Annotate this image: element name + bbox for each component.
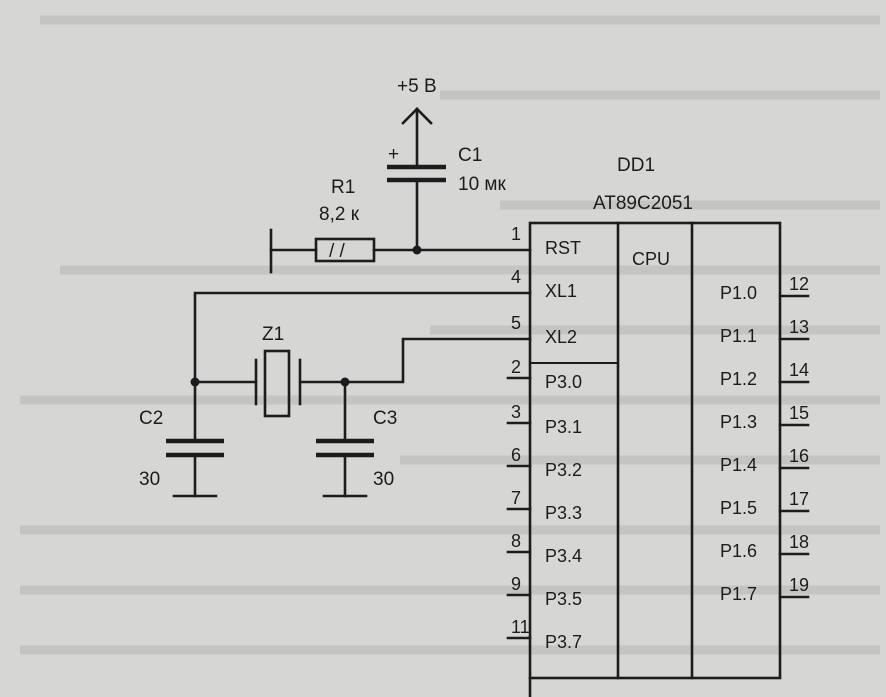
wire-xl1: [193, 291, 532, 384]
pin-name-left: P3.0: [545, 372, 582, 392]
capacitor-c1-ref: C1: [458, 145, 482, 166]
pin-name-right: P1.5: [720, 498, 757, 518]
pin-name-left: P3.4: [545, 546, 582, 566]
capacitor-c3-ref: C3: [373, 408, 397, 429]
resistor-r1-body-mark: / /: [329, 241, 346, 262]
pin-name-right: P1.3: [720, 412, 757, 432]
pin-number-left: 11: [511, 617, 530, 637]
pin-name-left: P3.5: [545, 589, 582, 609]
pin-name-right: P1.0: [720, 283, 757, 303]
pin-number-right: 15: [789, 403, 809, 423]
pin-name-left: XL2: [545, 327, 577, 347]
power-supply-arrow: [401, 107, 433, 167]
pin-number-left: 8: [511, 531, 521, 551]
capacitor-c3-symbol: [316, 380, 374, 498]
pin-number-right: 19: [789, 575, 809, 595]
chip-ref: DD1: [617, 155, 655, 176]
pin-number-left: 3: [511, 402, 521, 422]
pin-name-right: P1.1: [720, 326, 757, 346]
pin-number-right: 14: [789, 360, 809, 380]
pin-number-left: 2: [511, 357, 521, 377]
pin-name-left: P3.3: [545, 503, 582, 523]
pin-name-right: P1.6: [720, 541, 757, 561]
capacitor-c3-value: 30: [373, 469, 394, 490]
pin-name-left: XL1: [545, 281, 577, 301]
pin-number-left: 6: [511, 445, 521, 465]
pin-number-left: 5: [511, 313, 521, 333]
chip-dd1-body: [528, 221, 782, 680]
pin-name-left: P3.1: [545, 417, 582, 437]
pin-number-left: 4: [511, 267, 521, 287]
resistor-r1-ref: R1: [331, 177, 355, 198]
capacitor-c1-polarity: +: [388, 144, 399, 165]
crystal-z1-ref: Z1: [262, 324, 284, 345]
background-texture: [20, 15, 880, 655]
resistor-r1-symbol: [269, 228, 532, 274]
capacitor-c1-value: 10 мк: [458, 174, 506, 195]
pin-number-left: 7: [511, 488, 521, 508]
capacitor-c2-ref: C2: [139, 408, 163, 429]
capacitor-c2-value: 30: [139, 469, 160, 490]
pin-name-left: P3.7: [545, 632, 582, 652]
pin-name-left: RST: [545, 238, 581, 258]
power-label: +5 В: [397, 76, 437, 97]
chip-cpu-label: CPU: [632, 249, 670, 269]
pin-number-right: 13: [789, 317, 809, 337]
pin-number-right: 16: [789, 446, 809, 466]
pin-name-right: P1.4: [720, 455, 757, 475]
pin-number-right: 18: [789, 532, 809, 552]
pin-number-left: 1: [511, 224, 521, 244]
pin-name-left: P3.2: [545, 460, 582, 480]
pin-number-right: 12: [789, 274, 809, 294]
pin-number-left: 9: [511, 574, 521, 594]
chip-part-number: AT89C2051: [593, 193, 693, 214]
pin-number-right: 17: [789, 489, 809, 509]
junction-dot: [412, 245, 422, 255]
wire-xl2: [300, 337, 532, 384]
chip-right-pins: 12P1.013P1.114P1.215P1.316P1.417P1.518P1…: [720, 274, 810, 604]
pin-name-right: P1.7: [720, 584, 757, 604]
capacitor-c1-symbol: [387, 164, 446, 252]
pin-name-right: P1.2: [720, 369, 757, 389]
capacitor-c2-symbol: [166, 380, 224, 498]
resistor-r1-value: 8,2 к: [319, 204, 360, 225]
crystal-z1-symbol: [193, 349, 302, 418]
